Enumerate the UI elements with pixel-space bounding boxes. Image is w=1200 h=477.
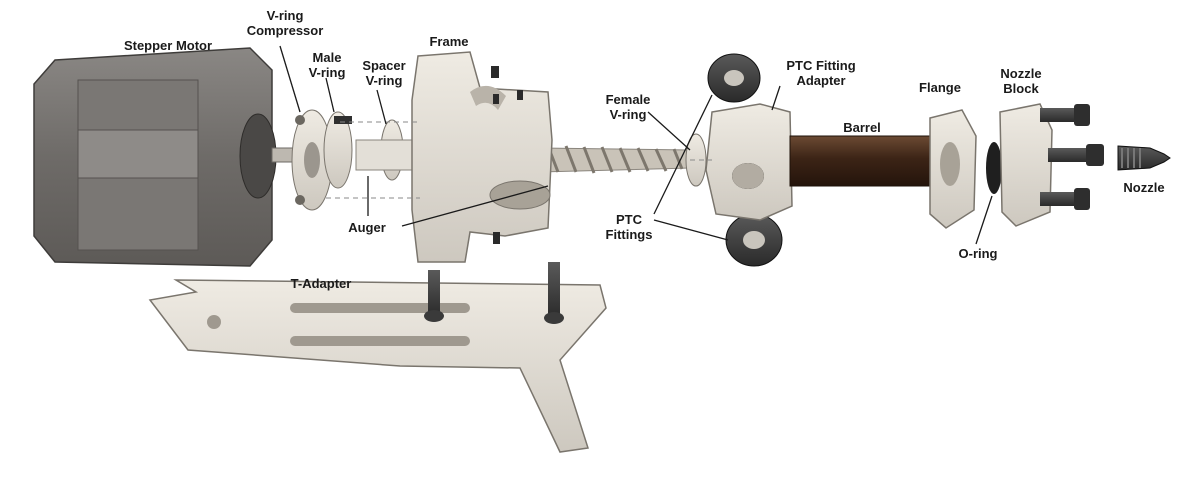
- nozzle-label: Nozzle: [1123, 180, 1165, 195]
- stepper-motor-part: [33, 47, 295, 267]
- label-stepper-motor: Stepper Motor: [118, 38, 218, 53]
- ptc-fitting-adapter-label-line1: PTC Fitting: [786, 58, 856, 73]
- label-spacer-vring: Spacer V-ring: [356, 58, 412, 88]
- vring-compressor-part: [291, 109, 333, 211]
- spacer-vring-label-line1: Spacer: [362, 58, 406, 73]
- flange-part: [929, 109, 977, 229]
- label-frame: Frame: [424, 34, 474, 49]
- nozzle-block-part: [999, 103, 1104, 227]
- ptc-fittings-part: [707, 53, 783, 267]
- ptc-fittings-label-line2: Fittings: [605, 227, 653, 242]
- spacer-vring-label-line2: V-ring: [365, 73, 403, 88]
- frame-part: [411, 51, 553, 263]
- assembly-axis-lines: [326, 121, 712, 199]
- label-ptc-fitting-adapter: PTC Fitting Adapter: [776, 58, 866, 88]
- female-vring-label-line1: Female: [605, 92, 651, 107]
- ptc-fitting-adapter-part: [705, 103, 793, 221]
- female-vring-label-line2: V-ring: [609, 107, 647, 122]
- ptc-fitting-adapter-label-line2: Adapter: [796, 73, 846, 88]
- barrel-label: Barrel: [843, 120, 881, 135]
- nozzle-block-label-line2: Block: [1003, 81, 1039, 96]
- male-vring-label-line2: V-ring: [308, 65, 346, 80]
- label-auger: Auger: [342, 220, 392, 235]
- vring-compressor-label-line2: Compressor: [246, 23, 324, 38]
- t-adapter-part: [148, 262, 607, 453]
- male-vring-label-line1: Male: [312, 50, 342, 65]
- label-leader-lines: [279, 45, 993, 245]
- label-female-vring: Female V-ring: [598, 92, 658, 122]
- ptc-fittings-label-line1: PTC: [616, 212, 642, 227]
- label-t-adapter: T-Adapter: [286, 276, 356, 291]
- female-vring-part: [685, 133, 707, 187]
- auger-part: [355, 139, 691, 174]
- nozzle-block-label-line1: Nozzle: [1000, 66, 1042, 81]
- flange-label: Flange: [919, 80, 961, 95]
- t-adapter-label: T-Adapter: [290, 276, 352, 291]
- frame-label: Frame: [429, 34, 469, 49]
- male-vring-part: [323, 111, 353, 189]
- label-male-vring: Male V-ring: [302, 50, 352, 80]
- label-nozzle: Nozzle: [1112, 180, 1176, 195]
- vring-compressor-label-line1: V-ring: [266, 8, 304, 23]
- label-nozzle-block: Nozzle Block: [988, 66, 1054, 96]
- label-vring-compressor: V-ring Compressor: [240, 8, 330, 38]
- label-o-ring: O-ring: [948, 246, 1008, 261]
- barrel-part: [789, 135, 941, 187]
- o-ring-label: O-ring: [958, 246, 998, 261]
- auger-label: Auger: [348, 220, 386, 235]
- nozzle-part: [1117, 145, 1171, 171]
- label-barrel: Barrel: [832, 120, 892, 135]
- label-ptc-fittings: PTC Fittings: [598, 212, 660, 242]
- label-flange: Flange: [910, 80, 970, 95]
- stepper-motor-label: Stepper Motor: [123, 38, 213, 53]
- o-ring-part: [986, 142, 1002, 194]
